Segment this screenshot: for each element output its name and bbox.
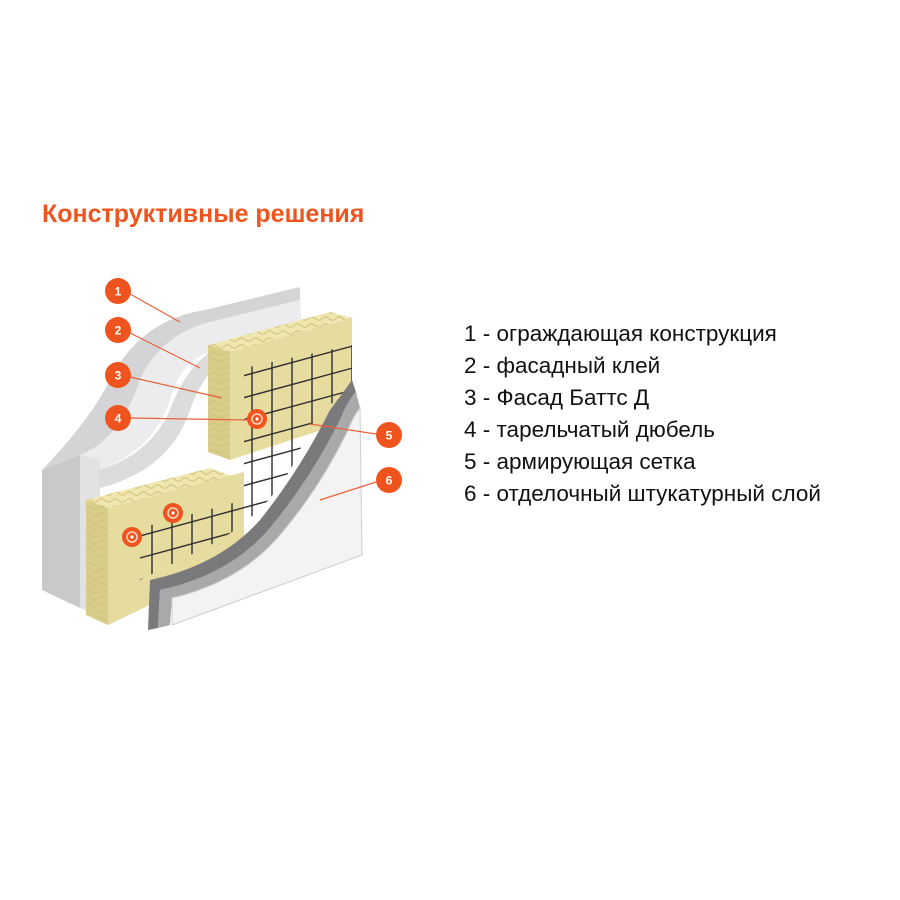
legend-item: 6 - отделочный штукатурный слой — [464, 481, 821, 506]
legend-item: 3 - Фасад Баттс Д — [464, 385, 650, 410]
svg-text:4: 4 — [115, 412, 122, 426]
legend-item: 5 - армирующая сетка — [464, 449, 696, 474]
svg-text:1: 1 — [115, 285, 122, 299]
svg-text:5: 5 — [386, 429, 393, 443]
leader-lines — [129, 293, 377, 501]
marker-4: 4 — [105, 405, 131, 431]
legend-item: 1 - ограждающая конструкция — [464, 321, 777, 346]
base-plaster-layer — [148, 380, 360, 630]
svg-text:2: 2 — [115, 324, 122, 338]
marker-3: 3 — [105, 362, 131, 388]
layers-legend: 1 - ограждающая конструкция 2 - фасадный… — [464, 318, 821, 510]
diagram-title: Конструктивные решения — [42, 200, 365, 228]
plate-dowels — [122, 409, 267, 547]
marker-1: 1 — [105, 278, 131, 304]
adhesive-layer — [98, 318, 318, 488]
marker-6: 6 — [376, 467, 402, 493]
marker-5: 5 — [376, 422, 402, 448]
finishing-plaster-layer — [171, 406, 363, 626]
dowel-icon — [163, 503, 183, 523]
legend-item: 4 - тарельчатый дюбель — [464, 417, 715, 442]
svg-text:6: 6 — [386, 474, 393, 488]
dowel-icon — [122, 527, 142, 547]
svg-text:3: 3 — [115, 369, 122, 383]
legend-item: 2 - фасадный клей — [464, 353, 661, 378]
marker-2: 2 — [105, 317, 131, 343]
dowel-icon — [247, 409, 267, 429]
